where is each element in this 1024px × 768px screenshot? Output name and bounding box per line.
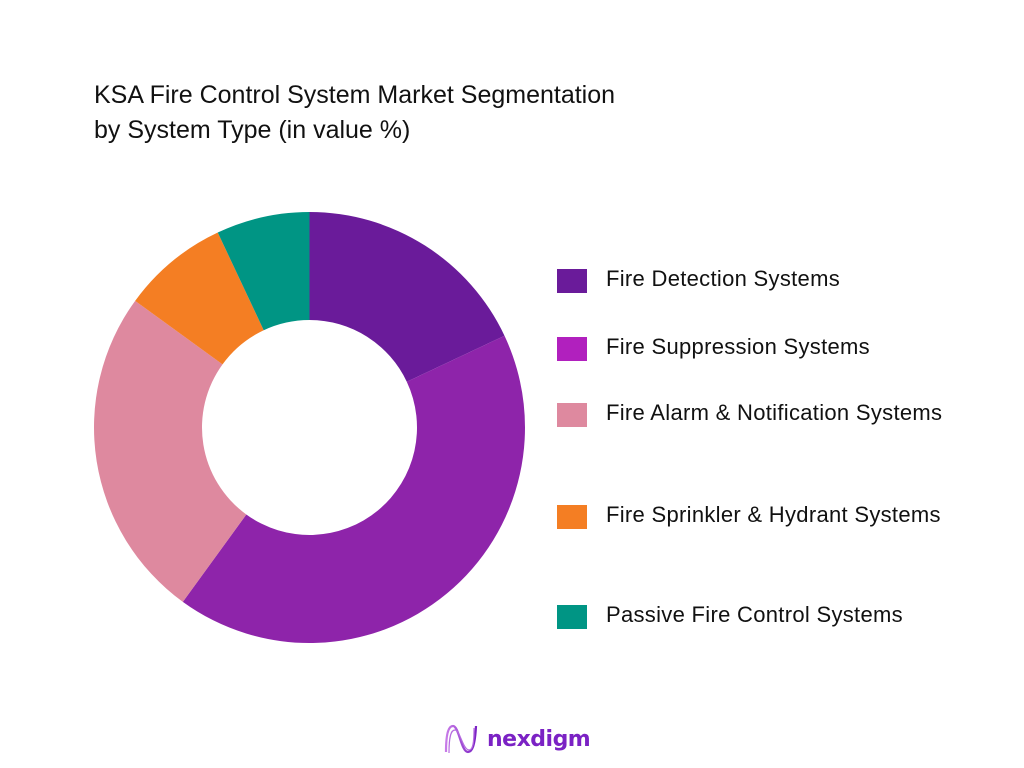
legend-label: Fire Suppression Systems bbox=[606, 334, 870, 359]
donut-slice-fire-alarm-notification-systems bbox=[94, 300, 247, 602]
nexdigm-wave-icon bbox=[444, 724, 478, 754]
legend-swatch bbox=[557, 605, 587, 629]
chart-title-line-1: KSA Fire Control System Market Segmentat… bbox=[94, 81, 616, 109]
donut-slice-fire-detection-systems bbox=[309, 212, 505, 382]
legend-label: Fire Detection Systems bbox=[606, 266, 841, 291]
legend-item-fire-sprinkler: Fire Sprinkler & Hydrant Systems bbox=[557, 498, 986, 532]
legend-swatch bbox=[557, 505, 587, 529]
chart-title: KSA Fire Control System Market Segmentat… bbox=[94, 78, 794, 148]
legend-label: Fire Alarm & Notification Systems bbox=[606, 400, 943, 425]
donut-slice-passive-fire-control-systems bbox=[217, 212, 310, 331]
legend-item-fire-alarm: Fire Alarm & Notification Systems bbox=[557, 396, 986, 430]
donut-slice-fire-sprinkler-hydrant-systems bbox=[135, 232, 264, 365]
logo-text: nexdigm bbox=[487, 726, 591, 752]
legend-swatch bbox=[557, 337, 587, 361]
legend-item-passive-fire-control: Passive Fire Control Systems bbox=[557, 598, 986, 632]
legend-swatch bbox=[557, 269, 587, 293]
legend-label: Passive Fire Control Systems bbox=[606, 602, 903, 627]
chart-title-line-2: by System Type (in value %) bbox=[94, 116, 411, 144]
donut-slice-fire-suppression-systems bbox=[182, 335, 525, 643]
legend-item-fire-suppression: Fire Suppression Systems bbox=[557, 330, 986, 364]
legend-swatch bbox=[557, 403, 587, 427]
legend-item-fire-detection: Fire Detection Systems bbox=[557, 262, 986, 296]
nexdigm-logo: nexdigm bbox=[443, 722, 591, 756]
legend-label: Fire Sprinkler & Hydrant Systems bbox=[606, 502, 941, 527]
